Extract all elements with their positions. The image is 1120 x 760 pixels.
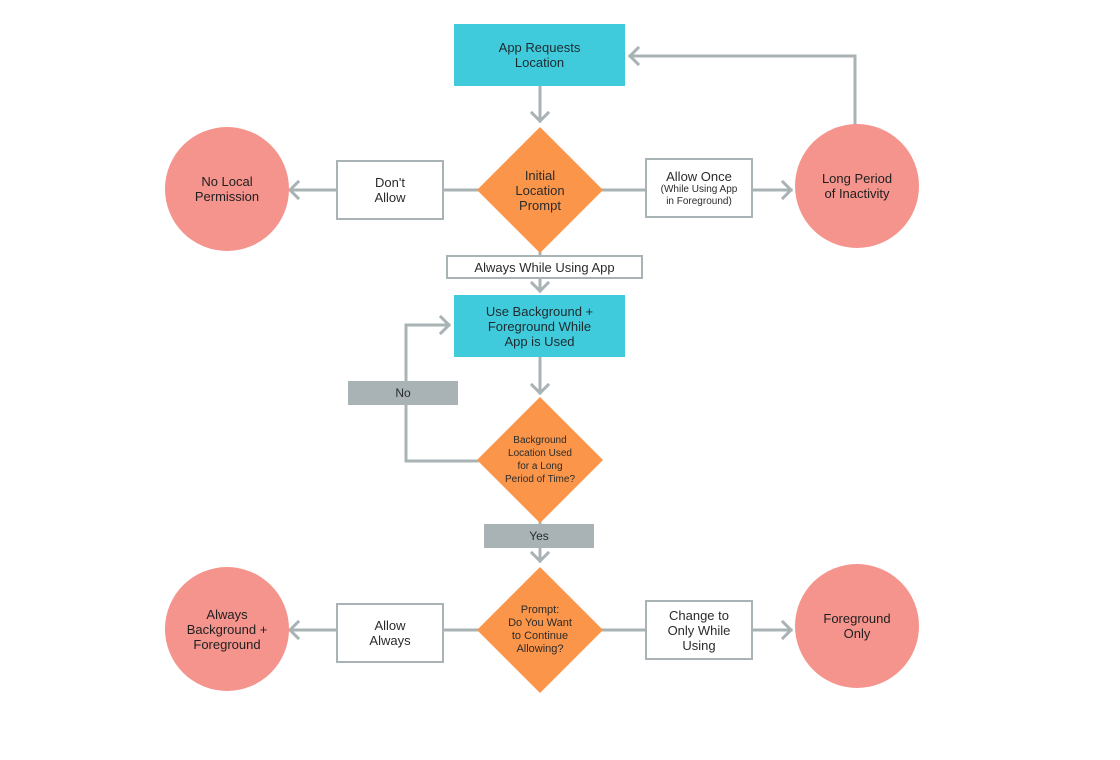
always-background-foreground-circle: Always Background + Foreground [165,567,289,691]
allow-once-subtitle: (While Using App in Foreground) [660,183,738,207]
arrowhead-longperiod [780,179,794,201]
diamond-prompt-continue [477,567,603,693]
arrowhead-initial [529,110,551,124]
foreground-only-circle: Foreground Only [795,564,919,688]
background-location-used-label: Background Location Used for a Long Peri… [504,435,576,485]
arrowhead-usebg [529,280,551,294]
long-period-inactivity-circle: Long Period of Inactivity [795,124,919,248]
yes-label: Yes [484,524,594,548]
arrowhead-foreground [780,619,794,641]
allow-once-title: Allow Once [666,168,732,184]
arrowhead-prompt [529,550,551,564]
arrowhead-app-requests [627,45,641,67]
no-local-permission-circle: No Local Permission [165,127,289,251]
change-to-only-while-using-box: Change to Only While Using [645,600,753,660]
connector-longperiod-to-app [628,54,857,126]
always-while-using-app-box: Always While Using App [446,255,643,279]
dont-allow-box: Don't Allow [336,160,444,220]
use-background-foreground-box: Use Background + Foreground While App is… [454,295,625,357]
arrowhead-nolocal [287,179,301,201]
allow-always-box: Allow Always [336,603,444,663]
diamond-initial-prompt [477,127,603,253]
initial-location-prompt-label: Initial Location Prompt [515,167,565,213]
arrowhead-bgused [529,382,551,396]
app-requests-location-box: App Requests Location [454,24,625,86]
arrowhead-no-loop [438,314,452,336]
prompt-continue-allowing-label: Prompt: Do You Want to Continue Allowing… [508,604,572,655]
allow-once-box: Allow Once (While Using App in Foregroun… [645,158,753,218]
diamond-background-used [477,397,603,523]
no-label: No [348,381,458,405]
arrowhead-alwaysbg [287,619,301,641]
